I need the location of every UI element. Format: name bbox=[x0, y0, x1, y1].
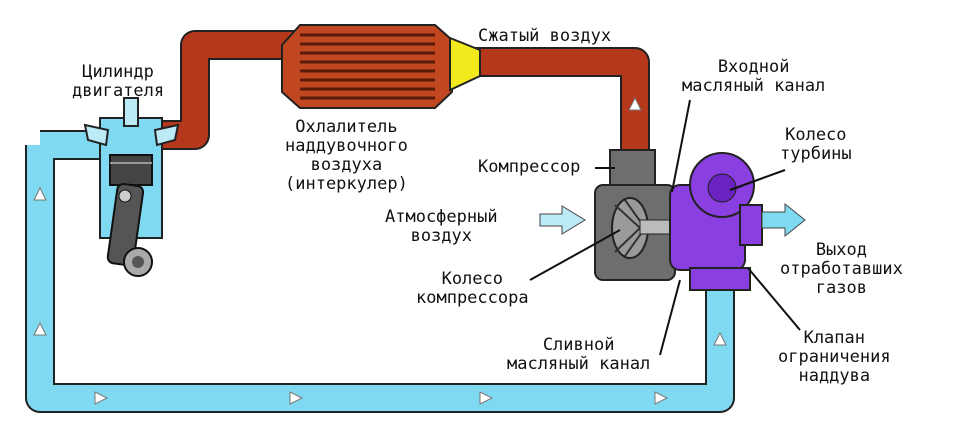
label-inlet-oil-channel: Входной масляный канал bbox=[682, 57, 826, 96]
label-turbine-wheel: Колесо турбины bbox=[780, 125, 852, 164]
intercooler bbox=[281, 24, 481, 109]
exhaust-arrow bbox=[761, 202, 806, 238]
label-drain-oil-channel: Сливной масляный канал bbox=[507, 335, 651, 374]
label-atmospheric-air: Атмосферный воздух bbox=[385, 207, 498, 246]
label-exhaust: Выход отработавших газов bbox=[780, 240, 903, 298]
flow-arrow-hot bbox=[628, 96, 642, 111]
label-compressor-wheel: Колесо компрессора bbox=[416, 269, 529, 308]
flow-arrows-cold bbox=[33, 186, 727, 405]
turbine-housing bbox=[669, 152, 763, 291]
label-intercooler: Охлалитель наддувочного воздуха (интерку… bbox=[285, 117, 408, 194]
label-compressed-air: Сжатый воздух bbox=[478, 26, 612, 46]
leader-lines bbox=[529, 99, 801, 356]
label-compressor: Компрессор bbox=[478, 157, 581, 177]
atmospheric-air-arrow bbox=[539, 205, 586, 235]
hot-air-pipe bbox=[160, 30, 650, 160]
turbocharger bbox=[594, 149, 763, 291]
label-wastegate: Клапан ограничения наддува bbox=[778, 328, 891, 386]
engine-cylinder bbox=[83, 97, 180, 277]
label-cylinder: Цилиндр двигателя bbox=[72, 62, 165, 101]
